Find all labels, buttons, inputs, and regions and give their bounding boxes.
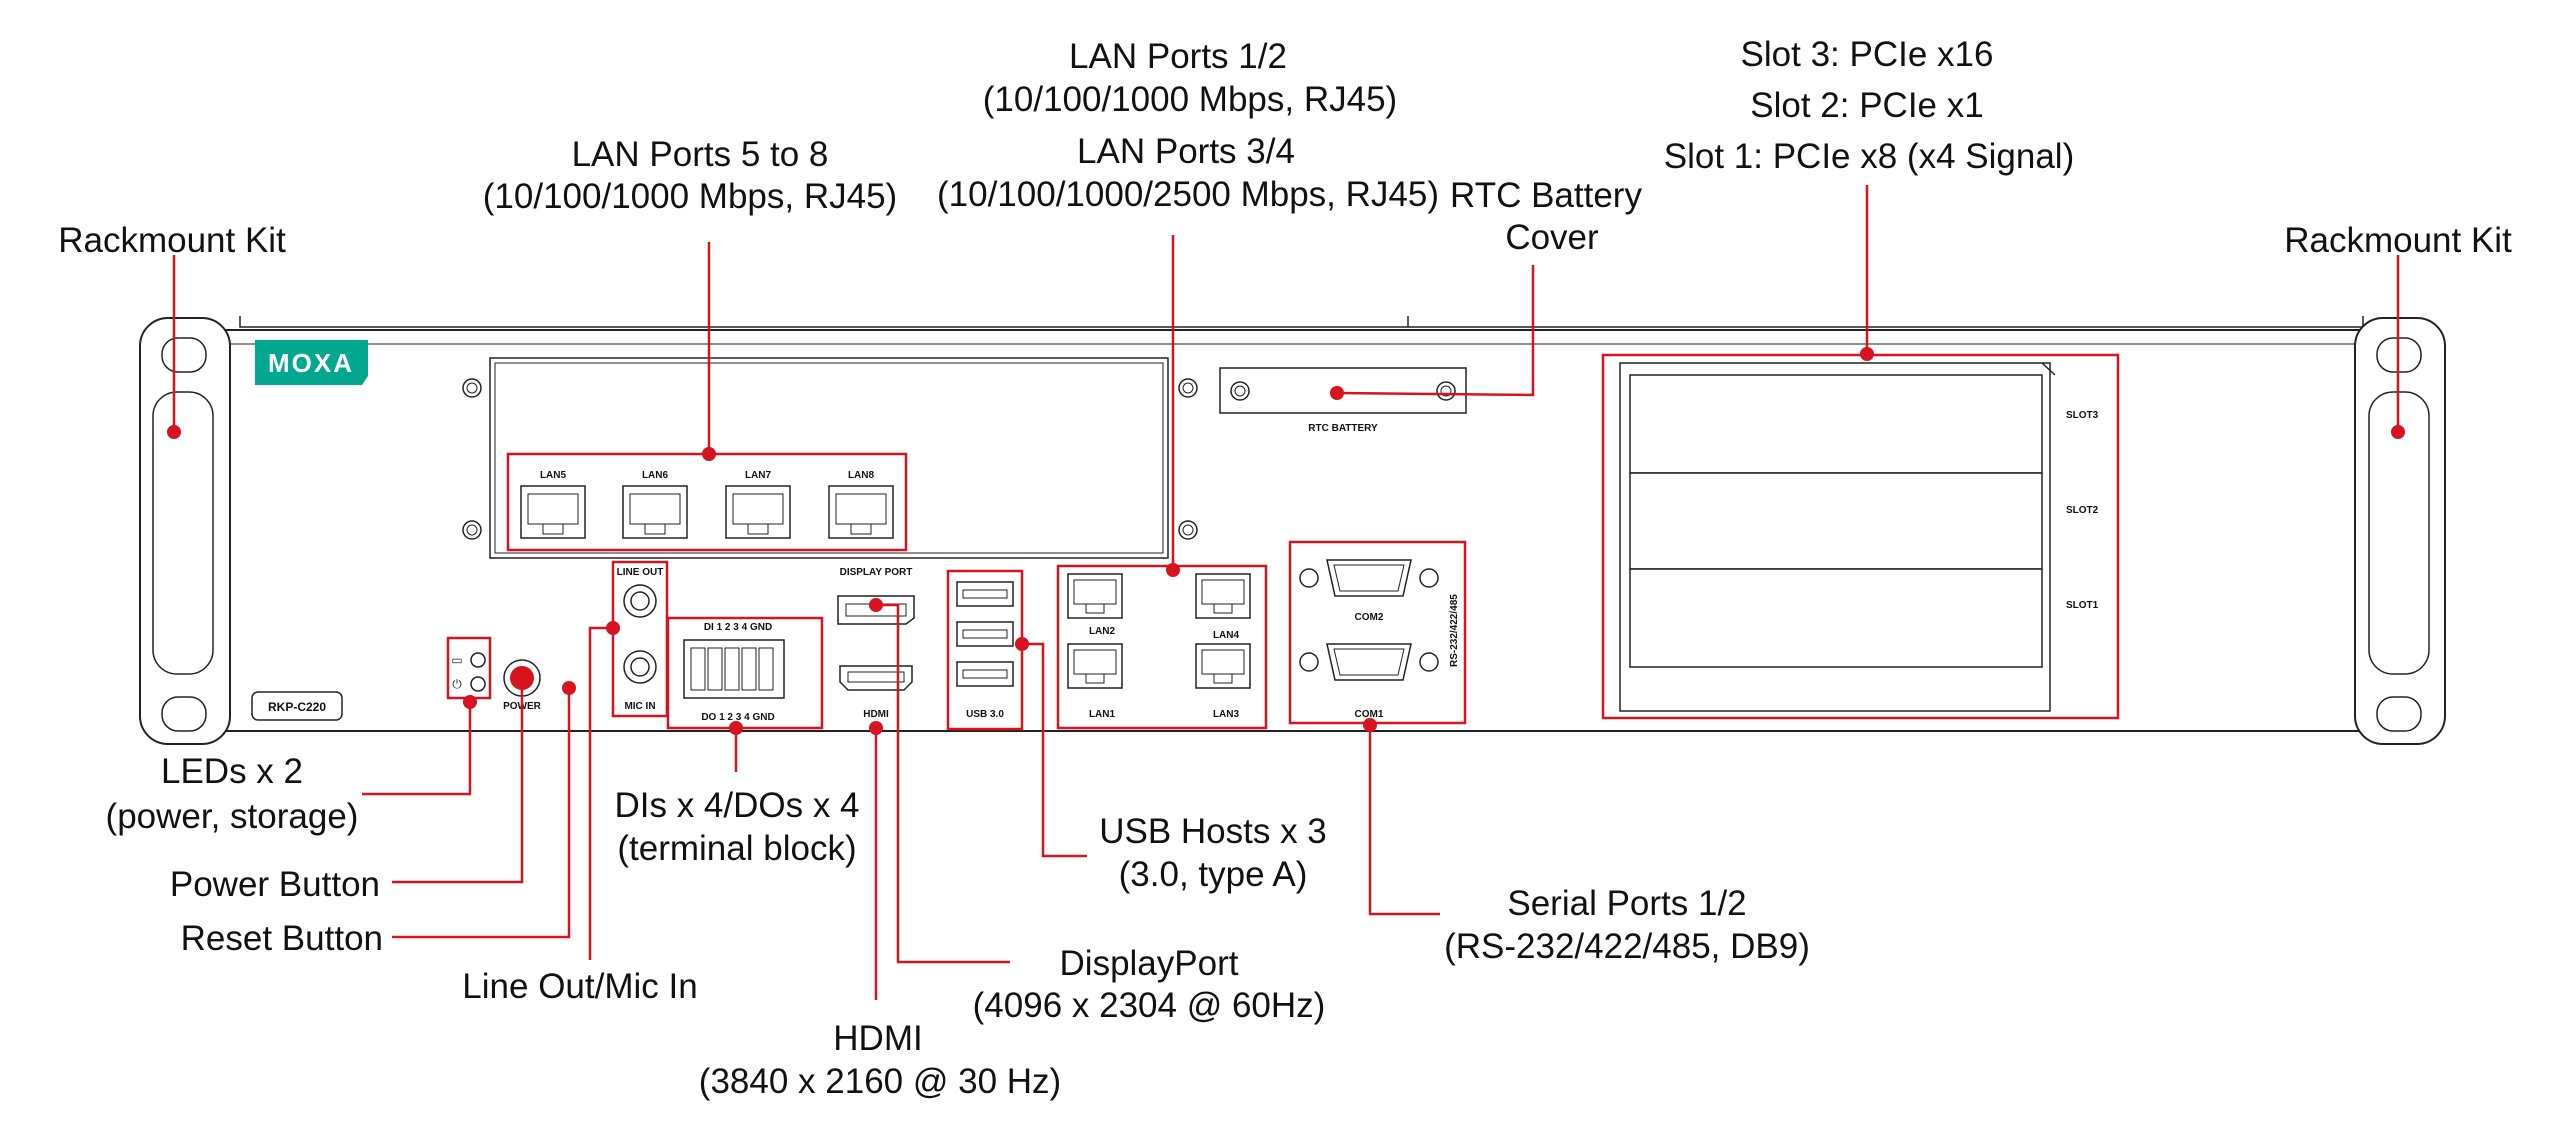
callout-rackmount-left: Rackmount Kit bbox=[58, 221, 286, 260]
usb-port-2 bbox=[956, 621, 1014, 647]
rj45-port-lan1 bbox=[1067, 643, 1123, 689]
audio-jacks: LINE OUT MIC IN bbox=[617, 567, 664, 712]
callout-dio-line1: DIs x 4/DOs x 4 bbox=[614, 786, 859, 825]
callout-rtc-line1: RTC Battery bbox=[1450, 176, 1642, 215]
mic-in-label: MIC IN bbox=[624, 701, 655, 712]
callout-lan1234-line2: (10/100/1000 Mbps, RJ45) bbox=[983, 80, 1397, 119]
callout-lan1234-line4: (10/100/1000/2500 Mbps, RJ45) bbox=[937, 175, 1439, 214]
slot3-label: SLOT3 bbox=[2066, 410, 2099, 421]
lan6-label: LAN6 bbox=[642, 470, 669, 481]
display-port-label: DISPLAY PORT bbox=[840, 567, 913, 578]
mic-in-jack bbox=[623, 650, 657, 684]
screw-icon bbox=[1178, 520, 1198, 540]
callout-dio-line2: (terminal block) bbox=[617, 829, 856, 868]
hdmi-label: HDMI bbox=[863, 709, 889, 720]
callout-displayport-line2: (4096 x 2304 @ 60Hz) bbox=[973, 986, 1326, 1025]
com2-label: COM2 bbox=[1355, 612, 1384, 623]
power-icon: ⏻ bbox=[452, 677, 462, 691]
moxa-logo-text: MOXA bbox=[268, 348, 354, 378]
storage-icon: ▭ bbox=[451, 653, 462, 667]
db9-com2: COM2 bbox=[1299, 559, 1439, 623]
line-out-jack bbox=[623, 584, 657, 618]
callout-reset-button: Reset Button bbox=[181, 919, 383, 958]
leader-lines bbox=[167, 185, 2405, 1000]
highlight-lan1234 bbox=[1056, 564, 1268, 730]
dio-terminal-block: DI 1 2 3 4 GND DO 1 2 3 4 GND bbox=[683, 622, 785, 723]
lan5-label: LAN5 bbox=[540, 470, 567, 481]
slot2-label: SLOT2 bbox=[2066, 505, 2099, 516]
lan-ports-1-4: LAN2 LAN4 LAN1 LAN3 bbox=[1067, 573, 1251, 720]
hdmi-connector: HDMI bbox=[839, 665, 913, 720]
db9-com1: COM1 bbox=[1299, 643, 1439, 720]
screw-icon bbox=[462, 520, 482, 540]
lan2-label: LAN2 bbox=[1089, 626, 1116, 637]
screw-icon bbox=[1178, 378, 1198, 398]
callout-lan1234-line1: LAN Ports 1/2 bbox=[1069, 37, 1287, 76]
rj45-port-lan2 bbox=[1067, 573, 1123, 619]
usb-port-1 bbox=[956, 581, 1014, 607]
rj45-port-lan3 bbox=[1195, 643, 1251, 689]
rackmount-ear-right bbox=[2354, 317, 2446, 745]
callout-line-out-mic: Line Out/Mic In bbox=[462, 967, 697, 1006]
callout-displayport-line1: DisplayPort bbox=[1060, 944, 1239, 983]
rj45-port-lan5 bbox=[520, 485, 586, 539]
callout-lan1234-line3: LAN Ports 3/4 bbox=[1077, 132, 1295, 171]
lan3-label: LAN3 bbox=[1213, 709, 1240, 720]
moxa-logo: MOXA bbox=[255, 340, 368, 385]
usb-ports: USB 3.0 bbox=[956, 581, 1014, 720]
callout-slot3: Slot 3: PCIe x16 bbox=[1741, 35, 1994, 74]
storage-led bbox=[470, 652, 486, 668]
highlight-terminal bbox=[666, 616, 824, 730]
com1-label: COM1 bbox=[1355, 709, 1384, 720]
lan4-label: LAN4 bbox=[1213, 630, 1240, 641]
display-port-connector: DISPLAY PORT bbox=[837, 567, 915, 625]
rtc-battery-label: RTC BATTERY bbox=[1308, 423, 1378, 434]
callout-leds-line1: LEDs x 2 bbox=[161, 752, 303, 791]
rj45-port-lan7 bbox=[725, 485, 791, 539]
callout-leds-line2: (power, storage) bbox=[106, 797, 359, 836]
callout-slot1: Slot 1: PCIe x8 (x4 Signal) bbox=[1664, 137, 2074, 176]
rj45-port-lan8 bbox=[828, 485, 894, 539]
usb-port-3 bbox=[956, 661, 1014, 687]
lan-ports-5-8: LAN5 LAN6 LAN7 LAN8 bbox=[520, 470, 894, 539]
callout-serial-line2: (RS-232/422/485, DB9) bbox=[1444, 927, 1810, 966]
callout-lan58-line1: LAN Ports 5 to 8 bbox=[572, 135, 829, 174]
status-leds: ▭ ⏻ bbox=[451, 652, 486, 692]
serial-ports: COM2 COM1 RS-232/422/485 bbox=[1299, 559, 1460, 720]
callout-slot2: Slot 2: PCIe x1 bbox=[1750, 86, 1983, 125]
lan1-label: LAN1 bbox=[1089, 709, 1116, 720]
callout-usb-line2: (3.0, type A) bbox=[1119, 855, 1308, 894]
callout-power-button: Power Button bbox=[170, 865, 380, 904]
line-out-label: LINE OUT bbox=[617, 567, 664, 578]
di-row-label: DI 1 2 3 4 GND bbox=[704, 622, 772, 633]
model-label: RKP-C220 bbox=[268, 700, 326, 714]
callout-hdmi-line1: HDMI bbox=[833, 1019, 922, 1058]
lan8-label: LAN8 bbox=[848, 470, 875, 481]
callout-usb-line1: USB Hosts x 3 bbox=[1099, 812, 1327, 851]
usb30-label: USB 3.0 bbox=[966, 709, 1004, 720]
callout-hdmi-line2: (3840 x 2160 @ 30 Hz) bbox=[699, 1062, 1061, 1101]
rj45-port-lan4 bbox=[1195, 573, 1251, 619]
model-plate: RKP-C220 bbox=[251, 691, 343, 721]
rj45-port-lan6 bbox=[622, 485, 688, 539]
highlight-serial bbox=[1288, 540, 1467, 725]
slot1-label: SLOT1 bbox=[2066, 600, 2099, 611]
callout-lan58-line2: (10/100/1000 Mbps, RJ45) bbox=[483, 177, 897, 216]
callout-labels: Rackmount Kit Rackmount Kit LAN Ports 5 … bbox=[58, 35, 2512, 1101]
callout-rtc-line2: Cover bbox=[1505, 218, 1599, 257]
rs-standard-label: RS-232/422/485 bbox=[1449, 594, 1460, 667]
callout-serial-line1: Serial Ports 1/2 bbox=[1507, 884, 1746, 923]
lan7-label: LAN7 bbox=[745, 470, 772, 481]
pcie-slots: SLOT3 SLOT2 SLOT1 bbox=[1619, 362, 2099, 712]
screw-icon bbox=[462, 378, 482, 398]
rackmount-ear-left bbox=[139, 317, 231, 745]
do-row-label: DO 1 2 3 4 GND bbox=[701, 712, 774, 723]
callout-rackmount-right: Rackmount Kit bbox=[2284, 221, 2512, 260]
power-led bbox=[470, 676, 486, 692]
